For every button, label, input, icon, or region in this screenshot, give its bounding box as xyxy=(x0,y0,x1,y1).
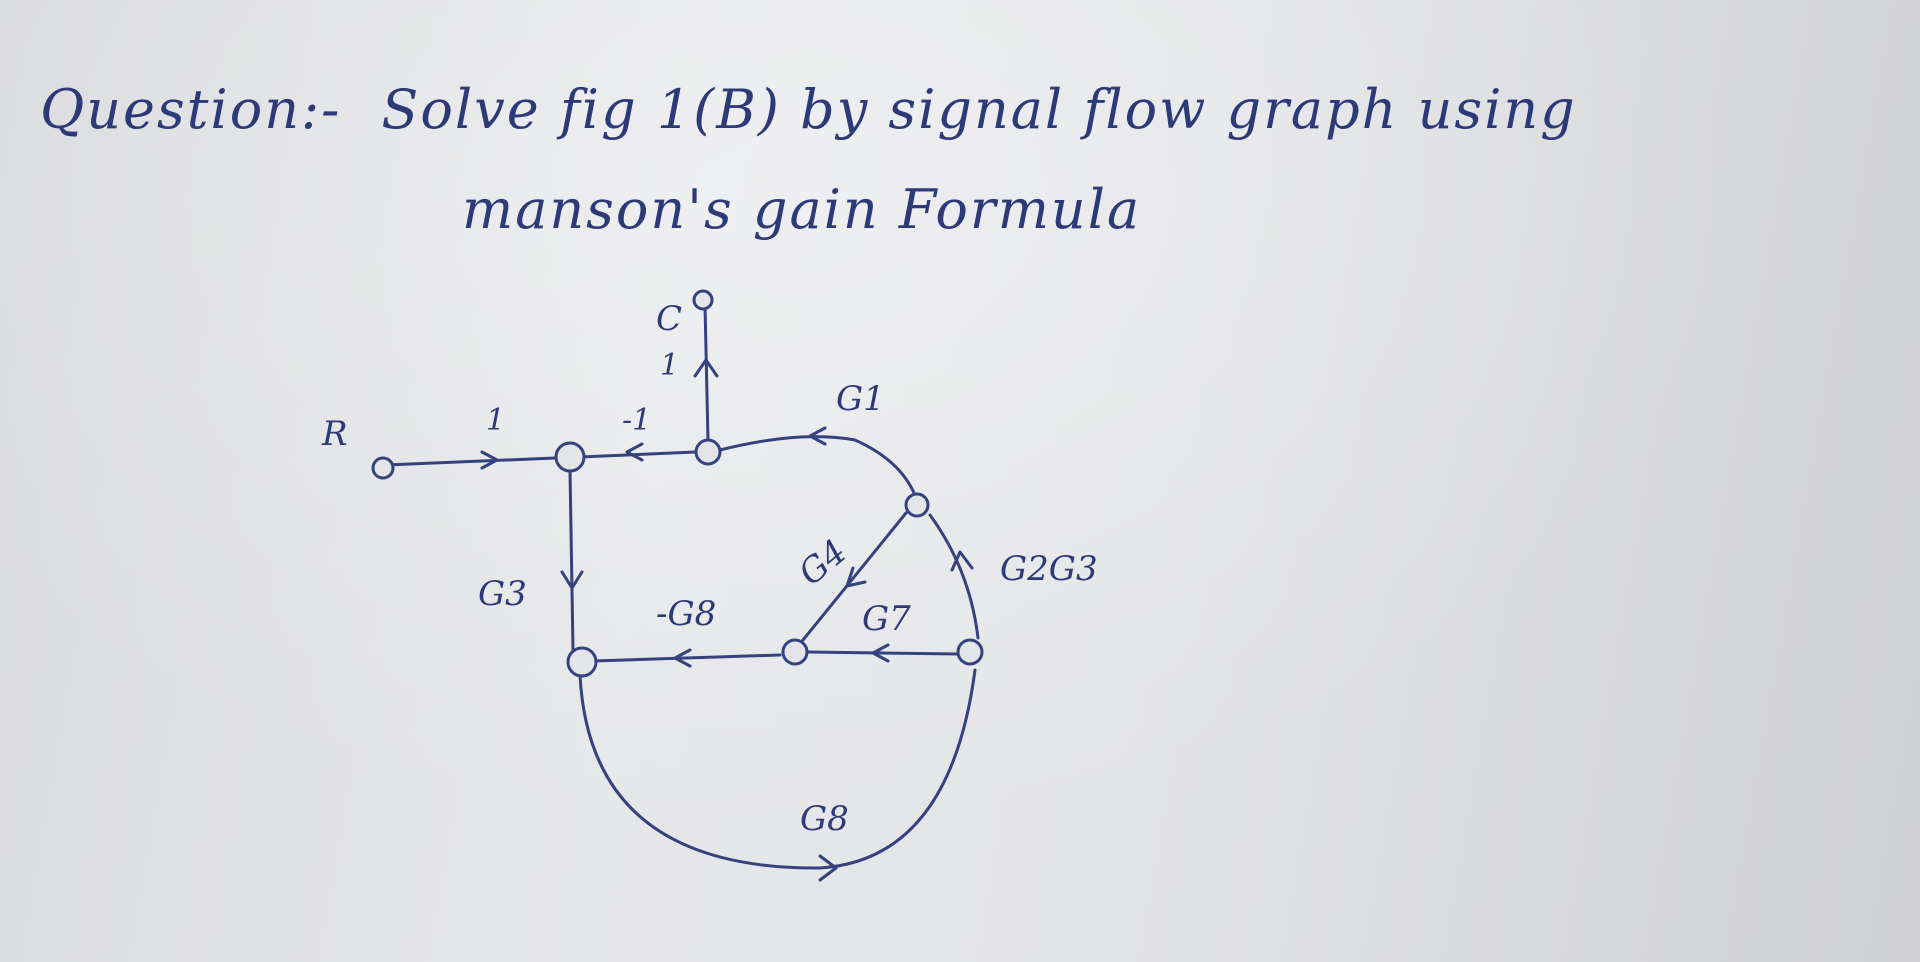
label-g3: G3 xyxy=(478,574,527,614)
label-r: R xyxy=(321,414,348,454)
edge-minus-g8 xyxy=(592,653,782,663)
label-gain-n2-to-n1: -1 xyxy=(622,403,651,438)
edge-n2-to-c xyxy=(703,303,710,442)
arrow-n2-to-n1 xyxy=(625,442,644,462)
node-4 xyxy=(566,646,598,678)
edge-n2-to-n1 xyxy=(578,450,697,459)
arrow-g8 xyxy=(818,854,838,882)
label-g4: G4 xyxy=(791,532,854,594)
question-label: Question:- xyxy=(40,78,342,141)
label-g1: G1 xyxy=(836,379,885,419)
arrow-n2-to-c xyxy=(693,358,719,378)
edge-g4 xyxy=(801,511,908,642)
label-g7: G7 xyxy=(862,599,911,639)
arrow-g3 xyxy=(560,570,584,590)
label-c: C xyxy=(656,299,682,339)
node-5 xyxy=(781,638,809,666)
node-c xyxy=(692,289,714,311)
question-heading: Question:- Solve fig 1(B) by signal flow … xyxy=(40,78,1900,141)
node-1 xyxy=(554,441,586,473)
node-r xyxy=(371,456,395,480)
label-g2g3: G2G3 xyxy=(1000,549,1098,589)
arrow-minus-g8 xyxy=(673,648,692,668)
node-2 xyxy=(694,438,722,466)
edge-g8 xyxy=(578,668,977,870)
edge-g7 xyxy=(806,650,960,656)
edge-r-to-n1 xyxy=(384,456,557,467)
arrow-g4 xyxy=(845,566,867,588)
edge-g1 xyxy=(718,435,917,497)
edge-g2g3 xyxy=(928,513,980,640)
edge-g3 xyxy=(568,468,575,652)
label-g8: G8 xyxy=(800,799,849,839)
node-3 xyxy=(904,492,930,518)
question-line-1: Solve fig 1(B) by signal flow graph usin… xyxy=(381,78,1577,141)
arrow-g7 xyxy=(871,643,890,663)
label-gain-n2-to-c: 1 xyxy=(660,348,679,383)
arrow-r-to-n1 xyxy=(480,450,499,470)
arrow-g1 xyxy=(808,426,827,446)
arrow-g2g3 xyxy=(950,550,974,572)
node-6 xyxy=(956,638,984,666)
label-minus-g8: -G8 xyxy=(656,594,716,634)
label-gain-r-to-n1: 1 xyxy=(486,403,505,438)
question-line-2: manson's gain Formula xyxy=(462,178,1142,241)
